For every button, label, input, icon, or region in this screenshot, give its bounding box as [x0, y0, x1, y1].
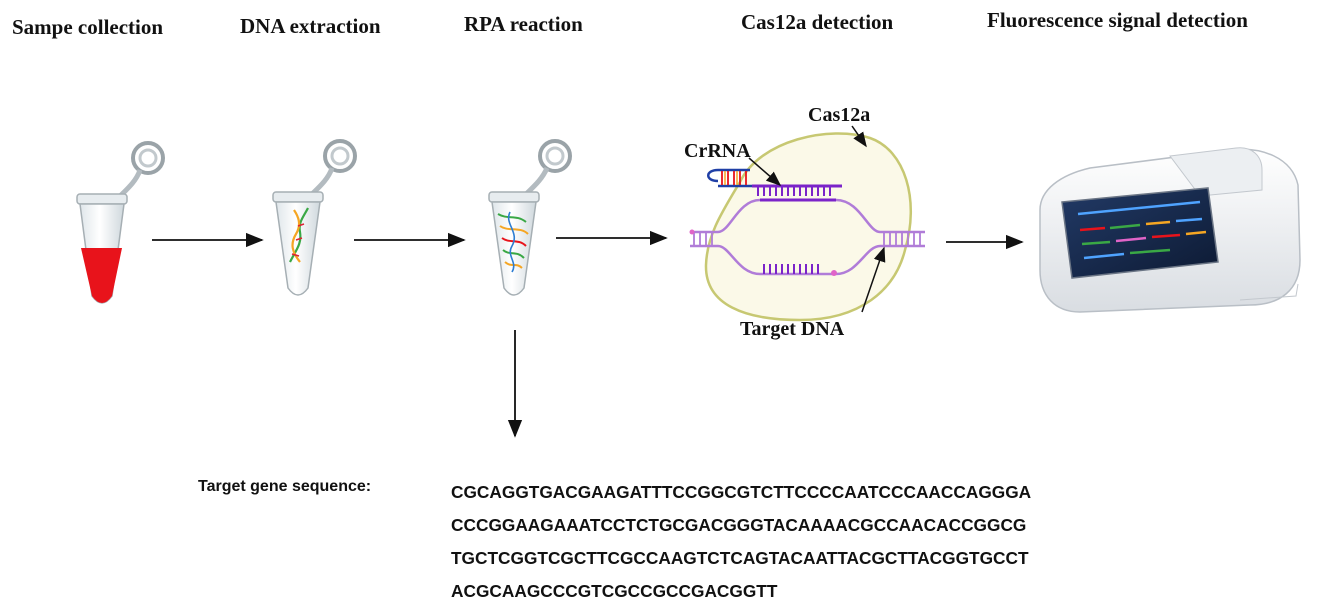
step-title-sample-collection: Sampe collection [12, 15, 164, 39]
sequence-line: CCCGGAAGAAATCCTCTGCGACGGGTACAAAACGCCAACA… [451, 515, 1027, 535]
target-sequence: CGCAGGTGACGAAGATTTCCGGCGTCTTCCCCAATCCCAA… [451, 476, 1031, 608]
sample-tube-icon [76, 141, 165, 304]
step-title-cas12a-detection: Cas12a detection [741, 10, 894, 34]
step-title-rpa-reaction: RPA reaction [464, 12, 583, 36]
sequence-line: ACGCAAGCCCGTCGCCGCCGACGGTT [451, 581, 778, 601]
sequence-line: CGCAGGTGACGAAGATTTCCGGCGTCTTCCCCAATCCCAA… [451, 482, 1032, 502]
extraction-tube-icon [272, 139, 357, 296]
step-title-dna-extraction: DNA extraction [240, 14, 381, 38]
crrna-label: CrRNA [684, 140, 751, 162]
target-dna-label: Target DNA [740, 318, 845, 340]
target-sequence-label: Target gene sequence: [198, 478, 372, 495]
fluorescence-reader-icon [1039, 147, 1301, 313]
sequence-line: TGCTCGGTCGCTTCGCCAAGTCTCAGTACAATTACGCTTA… [451, 548, 1029, 568]
cas12a-complex-diagram: Cas12a CrRNA Target DNA [684, 104, 925, 340]
step-title-fluorescence-detection: Fluorescence signal detection [987, 8, 1248, 32]
rpa-tube-icon [488, 139, 572, 296]
cas12a-label: Cas12a [808, 104, 870, 126]
